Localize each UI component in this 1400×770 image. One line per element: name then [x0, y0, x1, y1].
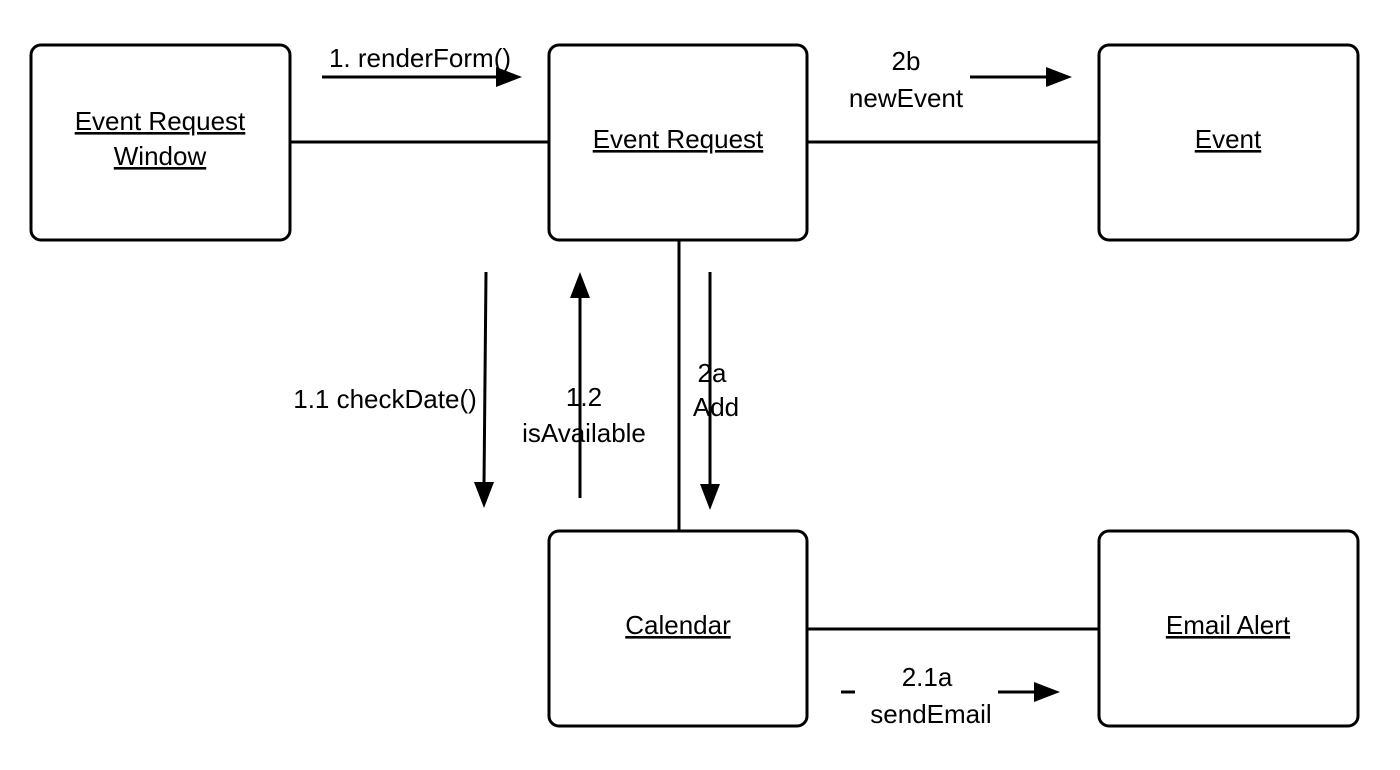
check-date-label: 1.1 checkDate() — [293, 384, 477, 414]
is-available-label-line2: isAvailable — [522, 418, 646, 448]
send-email-label-line2: sendEmail — [870, 699, 991, 729]
calendar-box — [547, 529, 809, 728]
message-send-email: 2.1a sendEmail — [841, 662, 1060, 729]
object-email-alert: Email Alert — [1097, 529, 1360, 728]
event-request-window-box — [29, 43, 292, 242]
event-request-box — [547, 43, 809, 242]
object-event: Event — [1097, 43, 1360, 242]
message-add: 2a Add — [693, 272, 739, 510]
calendar-label: Calendar — [625, 610, 731, 640]
new-event-label-line2: newEvent — [849, 83, 964, 113]
send-email-label-line1: 2.1a — [902, 662, 953, 692]
message-is-available: 1.2 isAvailable — [522, 272, 646, 498]
event-label: Event — [1195, 124, 1262, 154]
new-event-label-line1: 2b — [892, 46, 921, 76]
is-available-label-line1: 1.2 — [566, 382, 602, 412]
add-label-line1: 2a — [698, 358, 727, 388]
event-request-label: Event Request — [593, 124, 764, 154]
new-event-arrowhead — [1046, 67, 1072, 87]
object-event-request-window: Event Request Window — [29, 43, 292, 242]
message-new-event: 2b newEvent — [849, 46, 1072, 113]
event-request-window-label-line1: Event Request — [75, 106, 246, 136]
message-check-date: 1.1 checkDate() — [293, 271, 494, 508]
email-alert-label: Email Alert — [1166, 610, 1291, 640]
is-available-arrowhead — [570, 272, 590, 298]
object-calendar: Calendar — [547, 529, 809, 728]
event-request-window-label-line2: Window — [114, 141, 207, 171]
send-email-arrowhead — [1034, 682, 1060, 702]
event-box — [1097, 43, 1360, 242]
add-arrowhead — [700, 484, 720, 510]
email-alert-box — [1097, 529, 1360, 728]
check-date-arrow-shaft — [482, 271, 488, 486]
check-date-arrowhead — [474, 482, 494, 508]
render-form-arrowhead — [496, 67, 522, 87]
render-form-label: 1. renderForm() — [329, 43, 511, 73]
object-event-request: Event Request — [547, 43, 809, 242]
message-render-form: 1. renderForm() — [322, 43, 522, 87]
add-label-line2: Add — [693, 392, 739, 422]
